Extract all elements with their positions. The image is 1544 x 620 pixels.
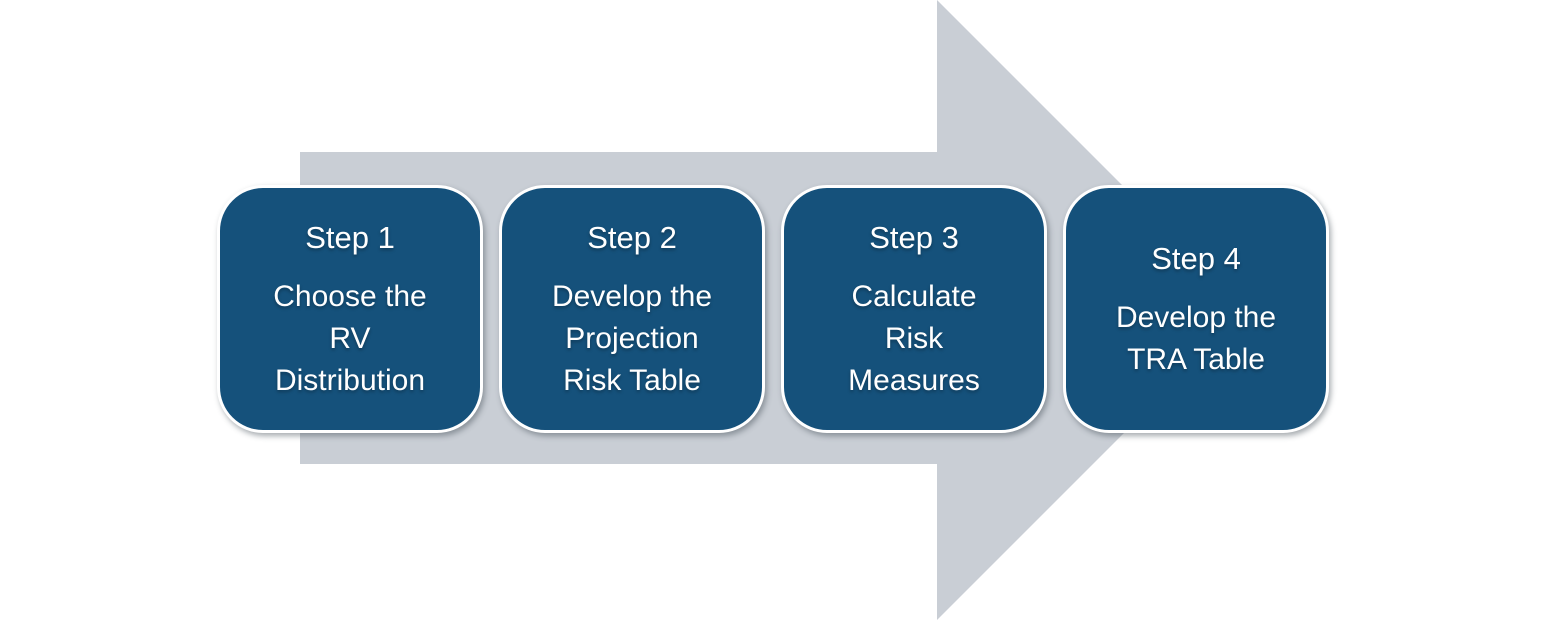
arrow-polygon [300, 0, 1247, 620]
step-2-title: Step 2 [587, 220, 677, 256]
step-3-description: Calculate Risk Measures [848, 279, 980, 397]
step-box-3: Step 3 Calculate Risk Measures [781, 185, 1047, 433]
step-box-2: Step 2 Develop the Projection Risk Table [499, 185, 765, 433]
step-3-title: Step 3 [869, 220, 959, 256]
step-2-description: Develop the Projection Risk Table [551, 279, 713, 397]
step-4-title: Step 4 [1151, 241, 1241, 277]
step-box-4: Step 4 Develop the TRA Table [1063, 185, 1329, 433]
step-box-1: Step 1 Choose the RV Distribution [217, 185, 483, 433]
step-4-description: Develop the TRA Table [1115, 300, 1277, 376]
step-1-description: Choose the RV Distribution [273, 279, 427, 397]
step-1-title: Step 1 [305, 220, 395, 256]
